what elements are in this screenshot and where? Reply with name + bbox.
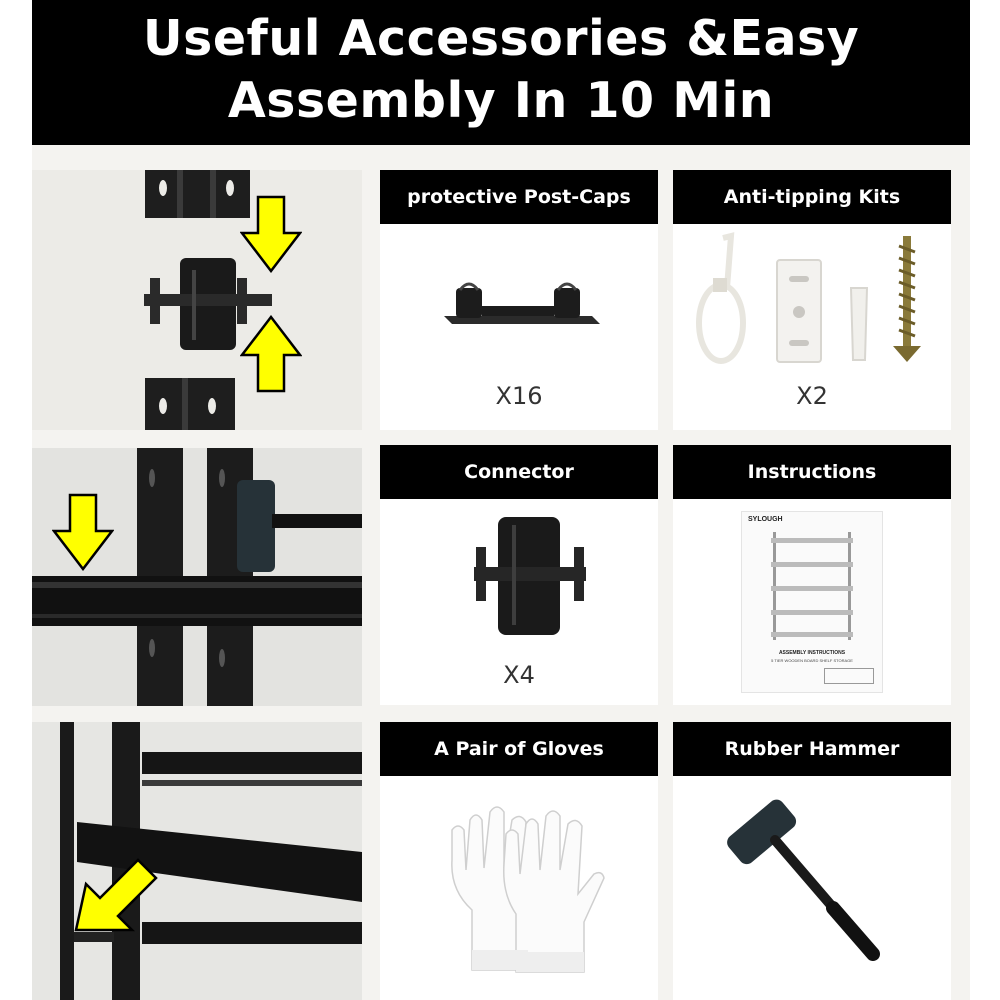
card-gloves: A Pair of Gloves (380, 722, 658, 1000)
card-title: A Pair of Gloves (380, 722, 658, 776)
card-anti-tipping: Anti-tipping Kits X2 (673, 170, 951, 430)
booklet-brand: SYLOUGH (748, 516, 783, 523)
yellow-arrow-icon (52, 493, 114, 571)
hammer-icon (237, 480, 362, 572)
card-title: Instructions (673, 445, 951, 499)
assembly-photo-shelf (32, 722, 362, 1000)
card-title: Connector (380, 445, 658, 499)
hammer-icon (727, 799, 880, 961)
card-post-caps: protective Post-Caps X16 (380, 170, 658, 430)
booklet-subheading: 5 TIER WOODEN BOARD SHELF STORAGE (771, 658, 853, 663)
bracket-icon (776, 259, 822, 363)
quantity-label: X4 (503, 661, 535, 689)
quantity-label: X2 (796, 382, 828, 410)
yellow-arrow-icon (74, 858, 158, 932)
page-title-line-2: Assembly In 10 Min (227, 72, 775, 129)
wall-anchor-icon (849, 287, 869, 361)
assembly-photo-connector (32, 170, 362, 430)
connector-icon (474, 517, 586, 635)
quantity-label: X16 (495, 382, 543, 410)
instruction-booklet: SYLOUGH ASSEMBLY INSTRUCTIONS 5 TIER WOO… (741, 511, 883, 693)
card-connector: Connector X4 (380, 445, 658, 705)
connector-icon (144, 258, 272, 350)
card-title: protective Post-Caps (380, 170, 658, 224)
warning-label (824, 668, 874, 684)
booklet-heading: ASSEMBLY INSTRUCTIONS (778, 650, 846, 656)
shelf-diagram-icon (771, 532, 853, 640)
cable-tie-icon (696, 232, 746, 364)
card-hammer: Rubber Hammer (673, 722, 951, 1000)
header-banner: Useful Accessories &Easy Assembly In 10 … (32, 0, 970, 145)
page-title-line-1: Useful Accessories &Easy (142, 10, 860, 67)
assembly-photo-hammer (32, 448, 362, 706)
screw-icon (893, 236, 921, 362)
card-instructions: Instructions SYLOUGH ASSEMBLY INSTRUCTIO… (673, 445, 951, 705)
glove-icon (451, 806, 605, 973)
yellow-arrow-icon (240, 315, 302, 393)
anti-tipping-kit-icon (696, 232, 921, 364)
card-title: Rubber Hammer (673, 722, 951, 776)
post-cap-icon (444, 282, 600, 324)
yellow-arrow-icon (240, 195, 302, 273)
card-title: Anti-tipping Kits (673, 170, 951, 224)
